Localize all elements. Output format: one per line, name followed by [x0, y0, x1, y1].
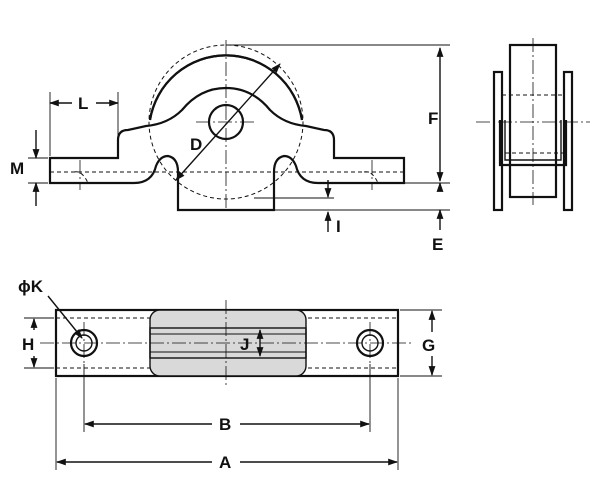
label-b: B — [219, 415, 231, 434]
label-m: M — [10, 159, 24, 178]
front-view: D L M F E I — [10, 40, 450, 254]
side-bracket-left — [492, 70, 504, 212]
leader-k — [47, 295, 83, 339]
top-view: ϕK H J G B A — [18, 277, 442, 472]
label-f: F — [428, 109, 438, 128]
label-d: D — [190, 135, 202, 154]
label-a: A — [219, 453, 231, 472]
label-h: H — [22, 335, 34, 354]
label-g: G — [422, 336, 435, 355]
label-j: J — [240, 335, 249, 354]
label-i: I — [336, 217, 341, 236]
screw-hole-hidden-left — [73, 171, 89, 184]
wheel-rim-visible — [148, 54, 304, 121]
label-e: E — [432, 235, 443, 254]
side-view — [476, 38, 590, 212]
housing-body — [48, 86, 406, 212]
dimension-d-line — [175, 63, 281, 181]
label-l: L — [78, 94, 88, 113]
screw-hole-hidden-right — [363, 171, 379, 184]
label-phi-k: ϕK — [18, 277, 44, 296]
